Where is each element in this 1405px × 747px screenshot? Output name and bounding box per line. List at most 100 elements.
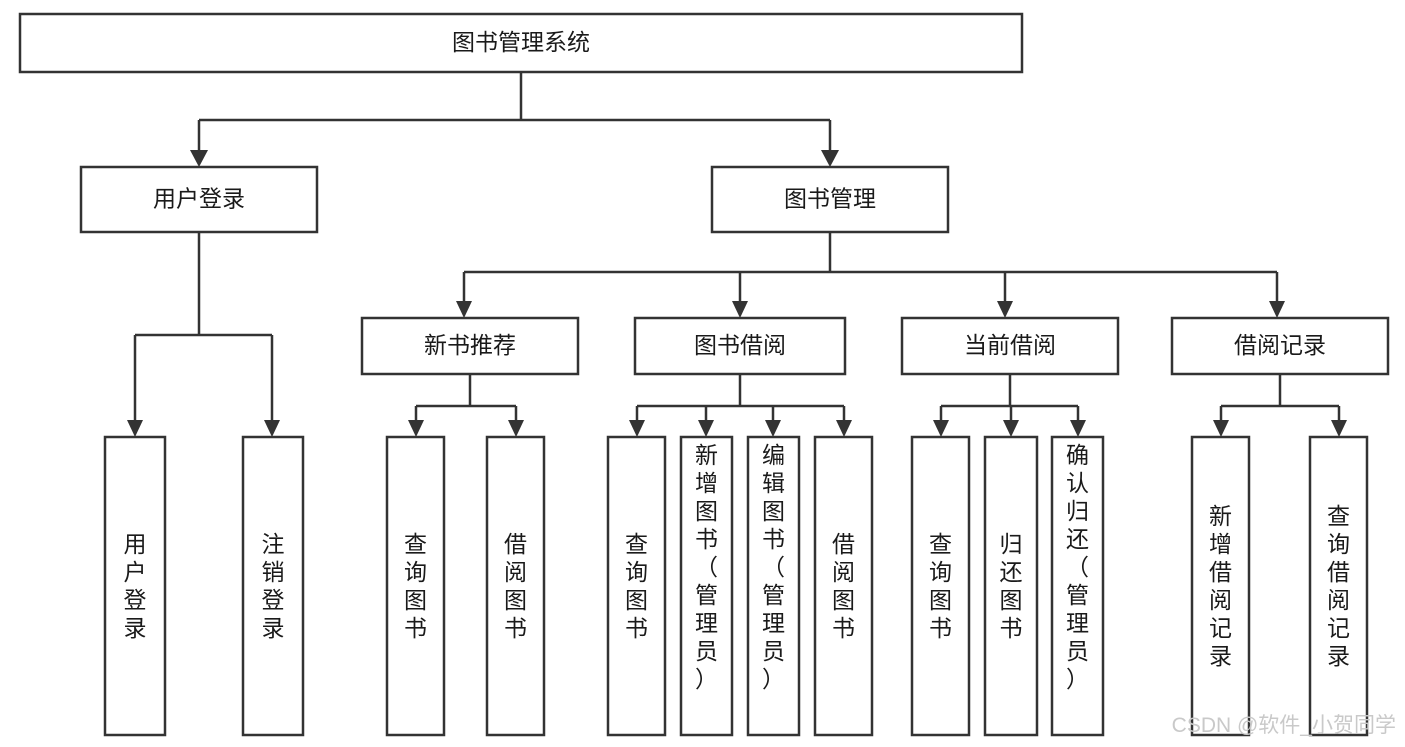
node-label-char-leaf-confirm-return-4: （ xyxy=(1066,554,1089,580)
node-current-borrow[interactable]: 当前借阅 xyxy=(900,316,1120,376)
arrowhead-leaf-add-borrow-record xyxy=(1213,420,1229,437)
node-label-char-leaf-logout-2: 登 xyxy=(262,587,285,613)
node-label-char-leaf-user-login-2: 登 xyxy=(124,587,147,613)
node-label-char-leaf-query-borrow-record-5: 录 xyxy=(1327,643,1350,669)
connector-group-new-book-recommend xyxy=(408,374,524,437)
node-label-user-login: 用户登录 xyxy=(153,186,245,212)
node-label-char-leaf-confirm-return-3: 还 xyxy=(1066,526,1089,552)
connector-group-root xyxy=(190,72,839,167)
node-label-char-leaf-edit-book-6: 理 xyxy=(762,610,785,636)
node-label-char-leaf-add-book-3: 书 xyxy=(695,526,718,552)
node-label-char-leaf-query-book-borrow-1: 询 xyxy=(625,559,648,585)
arrowhead-book-borrow xyxy=(732,301,748,318)
node-label-char-leaf-return-book-1: 还 xyxy=(1000,559,1023,585)
node-box-leaf-user-login xyxy=(103,435,167,737)
node-label-char-leaf-add-book-0: 新 xyxy=(695,442,718,468)
node-box-root xyxy=(18,12,1024,74)
node-label-char-leaf-user-login-1: 户 xyxy=(124,559,147,585)
node-label-char-leaf-borrow-book-rec-2: 图 xyxy=(504,587,527,613)
connector-group-user-login xyxy=(127,232,280,437)
node-label-char-leaf-logout-0: 注 xyxy=(262,531,285,557)
node-label-char-leaf-edit-book-3: 书 xyxy=(762,526,785,552)
node-label-char-leaf-logout-1: 销 xyxy=(262,559,285,585)
node-leaf-user-login[interactable]: 用户登录 xyxy=(103,435,167,737)
node-box-leaf-add-borrow-record xyxy=(1190,435,1251,737)
node-label-char-leaf-edit-book-1: 辑 xyxy=(762,470,785,496)
node-label-char-leaf-confirm-return-0: 确 xyxy=(1066,442,1089,468)
arrowhead-leaf-add-book xyxy=(698,420,714,437)
node-label-book-manage: 图书管理 xyxy=(784,186,876,212)
node-box-leaf-borrow-book xyxy=(813,435,874,737)
node-label-root: 图书管理系统 xyxy=(452,29,590,55)
node-label-char-leaf-add-book-7: 员 xyxy=(695,638,718,664)
node-borrow-record[interactable]: 借阅记录 xyxy=(1170,316,1390,376)
node-label-char-leaf-query-borrow-record-4: 记 xyxy=(1327,615,1350,641)
node-label-char-leaf-add-book-8: ） xyxy=(695,666,718,692)
node-label-char-leaf-borrow-book-rec-3: 书 xyxy=(504,615,527,641)
node-box-leaf-query-book-rec xyxy=(385,435,446,737)
node-label-char-leaf-query-book-rec-2: 图 xyxy=(404,587,427,613)
node-label-char-leaf-add-borrow-record-2: 借 xyxy=(1209,559,1232,585)
node-label-char-leaf-query-book-rec-3: 书 xyxy=(404,615,427,641)
node-label-char-leaf-query-book-current-0: 查 xyxy=(929,531,952,557)
arrowhead-leaf-confirm-return xyxy=(1070,420,1086,437)
node-label-char-leaf-borrow-book-2: 图 xyxy=(832,587,855,613)
node-box-leaf-return-book xyxy=(983,435,1039,737)
node-label-char-leaf-logout-3: 录 xyxy=(262,615,285,641)
arrowhead-leaf-borrow-book xyxy=(836,420,852,437)
node-label-char-leaf-query-book-borrow-0: 查 xyxy=(625,531,648,557)
node-new-book-recommend[interactable]: 新书推荐 xyxy=(360,316,580,376)
node-label-char-leaf-add-borrow-record-1: 增 xyxy=(1209,531,1232,557)
node-box-leaf-query-book-current xyxy=(910,435,971,737)
arrowhead-leaf-logout xyxy=(264,420,280,437)
node-user-login[interactable]: 用户登录 xyxy=(79,165,319,234)
node-box-leaf-edit-book xyxy=(746,435,801,737)
node-label-char-leaf-edit-book-2: 图 xyxy=(762,498,785,524)
node-label-char-leaf-add-borrow-record-3: 阅 xyxy=(1209,587,1232,613)
node-label-char-leaf-return-book-2: 图 xyxy=(1000,587,1023,613)
arrowhead-leaf-return-book xyxy=(1003,420,1019,437)
node-label-char-leaf-borrow-book-rec-0: 借 xyxy=(504,531,527,557)
node-book-manage[interactable]: 图书管理 xyxy=(710,165,950,234)
node-label-char-leaf-query-book-current-1: 询 xyxy=(929,559,952,585)
node-label-char-leaf-edit-book-0: 编 xyxy=(762,442,785,468)
arrowhead-leaf-borrow-book-rec xyxy=(508,420,524,437)
node-label-char-leaf-edit-book-5: 管 xyxy=(762,582,785,608)
node-label-char-leaf-confirm-return-8: ） xyxy=(1066,666,1089,692)
node-label-char-leaf-add-book-2: 图 xyxy=(695,498,718,524)
connector-group-borrow-record xyxy=(1213,374,1347,437)
arrowhead-current-borrow xyxy=(997,301,1013,318)
node-box-current-borrow xyxy=(900,316,1120,376)
node-label-char-leaf-add-borrow-record-0: 新 xyxy=(1209,503,1232,529)
arrowhead-leaf-query-borrow-record xyxy=(1331,420,1347,437)
node-label-char-leaf-user-login-0: 用 xyxy=(124,531,147,557)
node-box-borrow-record xyxy=(1170,316,1390,376)
connector-group-current-borrow xyxy=(933,374,1086,437)
node-box-leaf-query-borrow-record xyxy=(1308,435,1369,737)
node-box-leaf-add-book xyxy=(679,435,734,737)
connector-group-book-borrow xyxy=(629,374,852,437)
arrowhead-book-manage xyxy=(821,150,839,167)
node-label-char-leaf-query-book-rec-1: 询 xyxy=(404,559,427,585)
node-box-book-borrow xyxy=(633,316,847,376)
node-box-leaf-query-book-borrow xyxy=(606,435,667,737)
node-label-char-leaf-add-book-4: （ xyxy=(695,554,718,580)
node-book-borrow[interactable]: 图书借阅 xyxy=(633,316,847,376)
node-label-char-leaf-confirm-return-6: 理 xyxy=(1066,610,1089,636)
node-box-new-book-recommend xyxy=(360,316,580,376)
node-label-char-leaf-confirm-return-5: 管 xyxy=(1066,582,1089,608)
node-root[interactable]: 图书管理系统 xyxy=(18,12,1024,74)
